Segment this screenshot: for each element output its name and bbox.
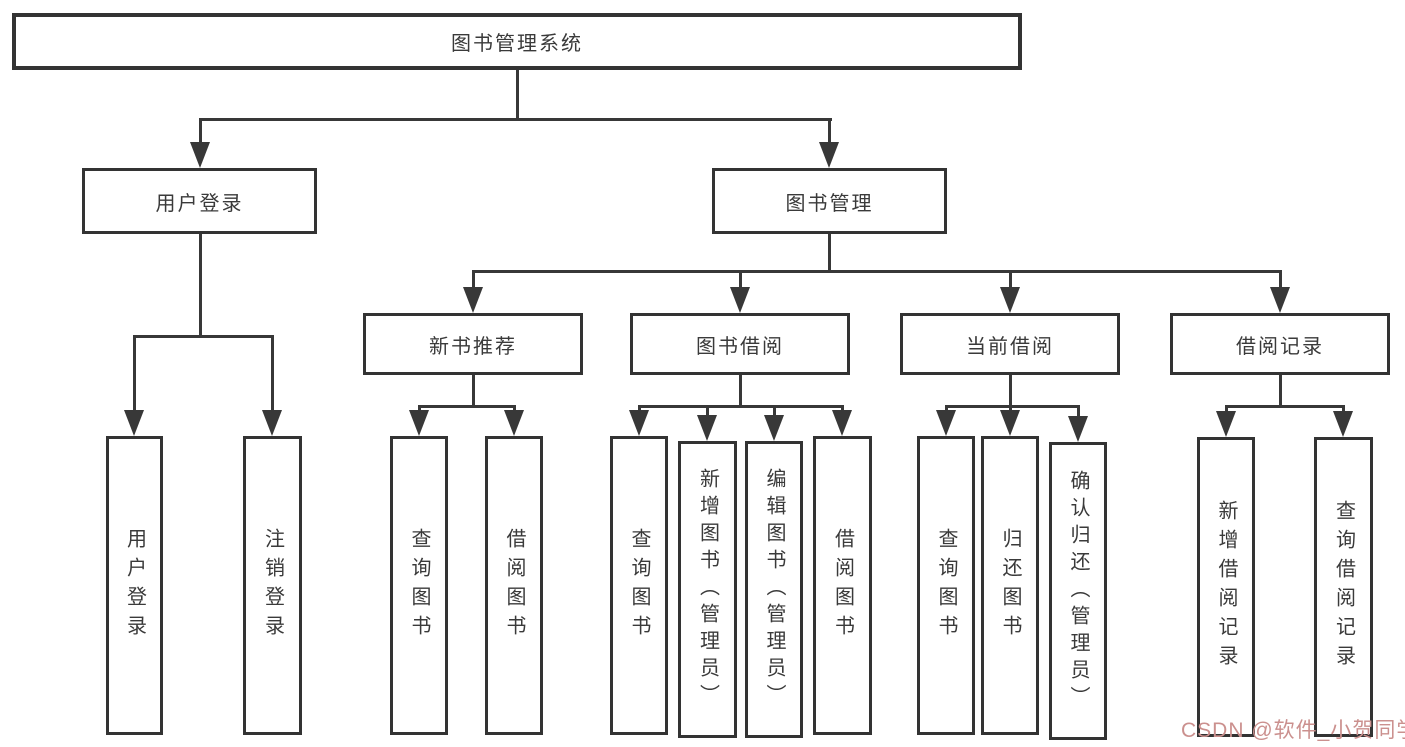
arrowhead-down-icon	[504, 410, 524, 436]
arrowhead-down-icon	[730, 287, 750, 313]
arrowhead-down-icon	[764, 415, 784, 441]
leaf-borrow-books-borrow: 借阅图书	[813, 436, 872, 735]
connector-line	[133, 335, 136, 412]
connector-line	[472, 375, 475, 408]
leaf-add-books-admin: 新增图书（管理员）	[678, 441, 737, 738]
connector-line	[638, 405, 641, 414]
node-book-management: 图书管理	[712, 168, 947, 234]
connector-line	[945, 405, 1080, 408]
leaf-query-borrow-record: 查询借阅记录	[1314, 437, 1373, 737]
connector-line	[773, 405, 776, 419]
leaf-logout: 注销登录	[243, 436, 302, 735]
node-user-login: 用户登录	[82, 168, 317, 234]
root-node-label: 图书管理系统	[451, 33, 583, 55]
arrowhead-down-icon	[463, 287, 483, 313]
connector-line	[1077, 405, 1080, 420]
node-current-borrow-label: 当前借阅	[966, 335, 1054, 358]
leaf-user-login: 用户登录	[106, 436, 163, 735]
leaf-query-books-current-label: 查询图书	[935, 527, 957, 644]
leaf-borrow-books-borrow-label: 借阅图书	[831, 527, 854, 644]
leaf-confirm-return-admin-label: 确认归还（管理员）	[1067, 469, 1089, 713]
csdn-watermark: CSDN @软件_小贺同学	[1181, 719, 1405, 742]
connector-line	[418, 405, 516, 408]
node-book-management-label: 图书管理	[785, 192, 874, 215]
leaf-add-borrow-record: 新增借阅记录	[1197, 437, 1255, 737]
connector-line	[133, 335, 274, 338]
connector-line	[516, 70, 519, 120]
connector-line	[199, 118, 832, 121]
connector-line	[472, 270, 475, 289]
node-book-borrow-label: 图书借阅	[696, 335, 784, 358]
arrowhead-down-icon	[124, 410, 144, 436]
connector-line	[638, 405, 844, 408]
connector-line	[513, 405, 516, 414]
connector-line	[1009, 270, 1012, 289]
connector-line	[945, 405, 948, 414]
connector-line	[706, 405, 709, 419]
arrowhead-down-icon	[1216, 411, 1236, 437]
arrowhead-down-icon	[1333, 411, 1353, 437]
connector-line	[739, 270, 742, 289]
arrowhead-down-icon	[629, 410, 649, 436]
leaf-borrow-books-recommend: 借阅图书	[485, 436, 543, 735]
connector-line	[1009, 405, 1012, 414]
leaf-query-books-recommend: 查询图书	[390, 436, 448, 735]
connector-line	[271, 335, 274, 412]
connector-line	[1225, 405, 1345, 408]
leaf-add-borrow-record-label: 新增借阅记录	[1215, 500, 1237, 674]
leaf-confirm-return-admin: 确认归还（管理员）	[1049, 442, 1107, 740]
arrowhead-down-icon	[1000, 287, 1020, 313]
arrowhead-down-icon	[936, 410, 956, 436]
leaf-query-books-recommend-label: 查询图书	[408, 527, 430, 644]
leaf-add-books-admin-label: 新增图书（管理员）	[696, 468, 719, 711]
leaf-return-books-label: 归还图书	[999, 527, 1021, 644]
connector-line	[199, 234, 202, 338]
arrowhead-down-icon	[819, 142, 839, 168]
connector-line	[739, 375, 742, 408]
connector-line	[472, 270, 1282, 273]
node-user-login-label: 用户登录	[155, 192, 244, 215]
leaf-logout-label: 注销登录	[261, 527, 284, 644]
arrowhead-down-icon	[409, 410, 429, 436]
leaf-edit-books-admin: 编辑图书（管理员）	[745, 441, 803, 738]
node-new-book-recommend: 新书推荐	[363, 313, 583, 375]
leaf-user-login-label: 用户登录	[123, 527, 146, 644]
connector-line	[199, 118, 202, 145]
connector-line	[828, 118, 831, 145]
leaf-query-borrow-record-label: 查询借阅记录	[1332, 500, 1355, 674]
arrowhead-down-icon	[1068, 416, 1088, 442]
connector-line	[418, 405, 421, 414]
arrowhead-down-icon	[1270, 287, 1290, 313]
connector-line	[1225, 405, 1228, 415]
connector-line	[841, 405, 844, 414]
node-new-book-recommend-label: 新书推荐	[429, 335, 517, 358]
node-borrow-records: 借阅记录	[1170, 313, 1390, 375]
node-book-borrow: 图书借阅	[630, 313, 850, 375]
arrowhead-down-icon	[697, 415, 717, 441]
leaf-borrow-books-recommend-label: 借阅图书	[503, 527, 525, 644]
node-current-borrow: 当前借阅	[900, 313, 1120, 375]
arrowhead-down-icon	[1000, 410, 1020, 436]
leaf-query-books-borrow: 查询图书	[610, 436, 668, 735]
arrowhead-down-icon	[190, 142, 210, 168]
connector-line	[828, 234, 831, 273]
arrowhead-down-icon	[832, 410, 852, 436]
leaf-query-books-current: 查询图书	[917, 436, 975, 735]
leaf-query-books-borrow-label: 查询图书	[628, 527, 650, 644]
node-borrow-records-label: 借阅记录	[1236, 335, 1324, 358]
connector-line	[1279, 375, 1282, 408]
connector-line	[1279, 270, 1282, 289]
leaf-return-books: 归还图书	[981, 436, 1039, 735]
leaf-edit-books-admin-label: 编辑图书（管理员）	[763, 468, 785, 711]
connector-line	[1009, 375, 1012, 408]
arrowhead-down-icon	[262, 410, 282, 436]
root-node-library-system: 图书管理系统	[12, 13, 1022, 70]
connector-line	[1342, 405, 1345, 415]
